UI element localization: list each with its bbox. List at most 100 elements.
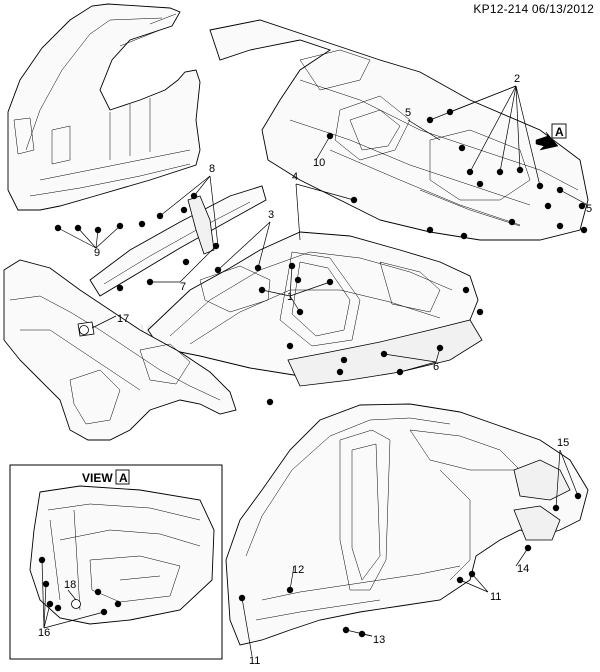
callout-15: 15 — [557, 437, 569, 449]
leader-line — [581, 203, 587, 207]
leader-line — [91, 315, 117, 329]
left-body-side-frame — [7, 3, 201, 211]
plug-marker — [294, 276, 302, 284]
view-a-letter: A — [119, 471, 128, 485]
leader-line — [159, 175, 211, 217]
leader-line — [295, 183, 355, 201]
leader-line — [449, 85, 517, 113]
plug-marker — [580, 226, 588, 234]
leader-line — [95, 229, 99, 249]
callout-5-right: 5 — [586, 203, 592, 215]
callout-16: 16 — [38, 627, 50, 639]
callout-10: 10 — [313, 157, 325, 169]
leader-line — [261, 289, 291, 297]
plug-marker — [286, 342, 294, 350]
plug-marker — [460, 232, 468, 240]
leader-line — [499, 85, 517, 173]
leader-line — [77, 227, 97, 249]
leader-line — [241, 597, 253, 657]
leader-line — [559, 189, 587, 205]
plug-outline-marker — [79, 325, 89, 335]
plug-marker — [476, 180, 484, 188]
leader-line — [515, 85, 521, 171]
plug-marker — [336, 368, 344, 376]
leader-line — [41, 559, 45, 629]
leader-line — [209, 175, 219, 247]
plug-marker — [508, 218, 516, 226]
callout-4: 4 — [292, 171, 298, 183]
document-id: KP12-214 06/13/2012 — [473, 2, 594, 16]
leader-line — [315, 135, 331, 161]
leader-line — [407, 119, 441, 141]
leader-line — [559, 449, 579, 497]
leader-lines — [41, 85, 587, 657]
leader-line — [515, 547, 529, 567]
callout-6: 6 — [433, 361, 439, 373]
plug-marker — [138, 220, 146, 228]
callout-14: 14 — [517, 563, 529, 575]
plug-marker — [182, 258, 190, 266]
plug-marker — [426, 226, 434, 234]
callout-11-right: 11 — [490, 591, 501, 603]
callout-2: 2 — [514, 73, 520, 85]
leader-line — [43, 583, 47, 629]
plug-marker — [458, 144, 466, 152]
callout-5-upper: 5 — [405, 107, 411, 119]
plug-marker — [266, 398, 274, 406]
leader-line — [383, 353, 437, 363]
right-body-side-frame — [225, 403, 589, 646]
leader-line — [57, 227, 97, 249]
arrow-letter: A — [555, 125, 564, 139]
callout-18: 18 — [64, 579, 76, 591]
callout-17: 17 — [117, 313, 129, 325]
callout-13: 13 — [373, 634, 385, 646]
plug-marker — [54, 604, 62, 612]
leader-line — [471, 573, 489, 593]
plug-marker — [114, 600, 122, 608]
plug-marker — [340, 356, 348, 364]
callout-3: 3 — [268, 209, 274, 221]
rocker-rail — [89, 185, 267, 297]
callout-7: 7 — [180, 281, 186, 293]
leader-line — [515, 85, 541, 187]
leader-line — [289, 265, 293, 297]
callout-9: 9 — [94, 247, 100, 259]
leader-line — [217, 221, 271, 271]
leader-line — [289, 295, 301, 313]
plug-marker — [544, 202, 552, 210]
leader-line — [43, 603, 51, 629]
callout-8: 8 — [209, 163, 215, 175]
leader-line — [193, 175, 211, 197]
callout-11-bottom: 11 — [249, 655, 260, 667]
leader-line — [289, 281, 331, 297]
callout-1: 1 — [287, 291, 293, 303]
leader-line — [469, 85, 517, 173]
plug-marker — [94, 588, 102, 596]
leader-line — [43, 611, 105, 629]
leader-line — [95, 225, 121, 249]
plug-marker — [476, 308, 484, 316]
callout-12: 12 — [292, 564, 304, 576]
plug-marker — [462, 286, 470, 294]
leader-line — [257, 221, 271, 269]
leader-line — [67, 589, 77, 601]
leader-line — [179, 245, 217, 283]
view-a-inset: VIEW A — [9, 464, 223, 660]
leader-line — [555, 449, 561, 509]
view-direction-arrow: A — [535, 123, 567, 151]
leader-line — [361, 633, 373, 637]
plug-marker — [556, 222, 564, 230]
callout-labels: 1 2 3 4 5 5 6 7 8 9 10 11 11 12 13 14 15… — [38, 73, 592, 667]
leader-line — [459, 579, 489, 593]
view-a-title: VIEW — [82, 471, 113, 485]
plug-marker — [116, 284, 124, 292]
leader-line — [399, 361, 437, 373]
leader-line — [289, 565, 295, 591]
leader-line — [295, 183, 301, 241]
plug-outline-marker — [71, 599, 81, 609]
rear-compartment-floor — [209, 19, 589, 241]
leader-line — [435, 347, 441, 363]
plug-marker — [180, 206, 188, 214]
